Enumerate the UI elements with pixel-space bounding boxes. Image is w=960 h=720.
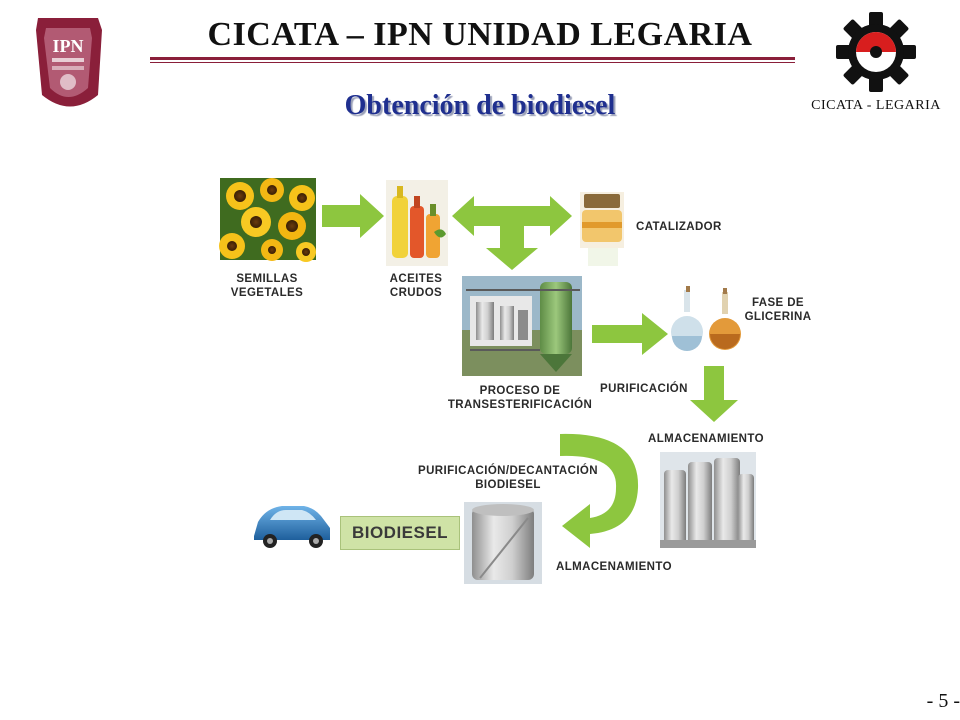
biodiesel-label-box: BIODIESEL <box>340 516 460 550</box>
arrow-purification-down <box>690 366 738 422</box>
glycerin-flasks-image <box>671 286 741 351</box>
label-transesterification: PROCESO DE TRANSESTERIFICACIÓN <box>432 384 608 412</box>
page-number: - 5 - <box>926 690 960 712</box>
label-transesterification-line1: PROCESO DE <box>479 385 561 397</box>
label-storage-2: ALMACENAMIENTO <box>556 561 672 573</box>
storage-tanks-image <box>660 452 756 548</box>
label-transesterification-line2: TRANSESTERIFICACIÓN <box>447 399 593 411</box>
label-oils-line2: CRUDOS <box>389 287 443 299</box>
label-oils-line1: ACEITES <box>389 273 443 285</box>
label-glycerin: FASE DE GLICERINA <box>740 296 816 324</box>
arrow-double-oils-catalyst <box>452 196 572 236</box>
header-divider <box>150 57 795 60</box>
ipn-logo-text: IPN <box>53 36 84 56</box>
label-catalyst: CATALIZADOR <box>636 221 722 233</box>
label-decantation: PURIFICACIÓN/DECANTACIÓN BIODIESEL <box>404 464 612 492</box>
header-divider-thin <box>150 62 795 63</box>
label-glycerin-line2: GLICERINA <box>744 311 812 323</box>
oil-bottles-image <box>386 180 448 266</box>
label-decantation-line2: BIODIESEL <box>475 479 541 491</box>
label-seeds-line1: SEMILLAS <box>236 273 298 285</box>
label-glycerin-line1: FASE DE <box>751 297 804 309</box>
car-image <box>250 500 334 552</box>
arrow-seeds-to-oils <box>322 194 384 238</box>
cicata-caption: CICATA - LEGARIA <box>811 98 941 113</box>
label-decantation-line1: PURIFICACIÓN/DECANTACIÓN <box>418 465 598 477</box>
label-oils: ACEITES CRUDOS <box>378 272 454 300</box>
transesterification-plant-image <box>462 276 582 376</box>
cicata-gear-logo <box>836 12 916 92</box>
arrow-down-to-process <box>486 226 538 270</box>
biodiesel-tank-image <box>464 502 542 584</box>
label-seeds: SEMILLAS VEGETALES <box>222 272 312 300</box>
header-title: CICATA – IPN UNIDAD LEGARIA <box>207 16 753 53</box>
label-seeds-line2: VEGETALES <box>230 287 304 299</box>
arrow-process-to-glycerin <box>592 313 668 355</box>
label-storage-1: ALMACENAMIENTO <box>648 433 764 445</box>
ipn-logo: IPN <box>36 18 102 107</box>
label-purification: PURIFICACIÓN <box>600 383 688 395</box>
sunflower-image <box>219 178 316 262</box>
arrow-curved-to-decantation <box>560 433 639 548</box>
slide-subtitle: Obtención de biodiesel <box>344 90 616 121</box>
catalyst-image <box>580 192 624 266</box>
